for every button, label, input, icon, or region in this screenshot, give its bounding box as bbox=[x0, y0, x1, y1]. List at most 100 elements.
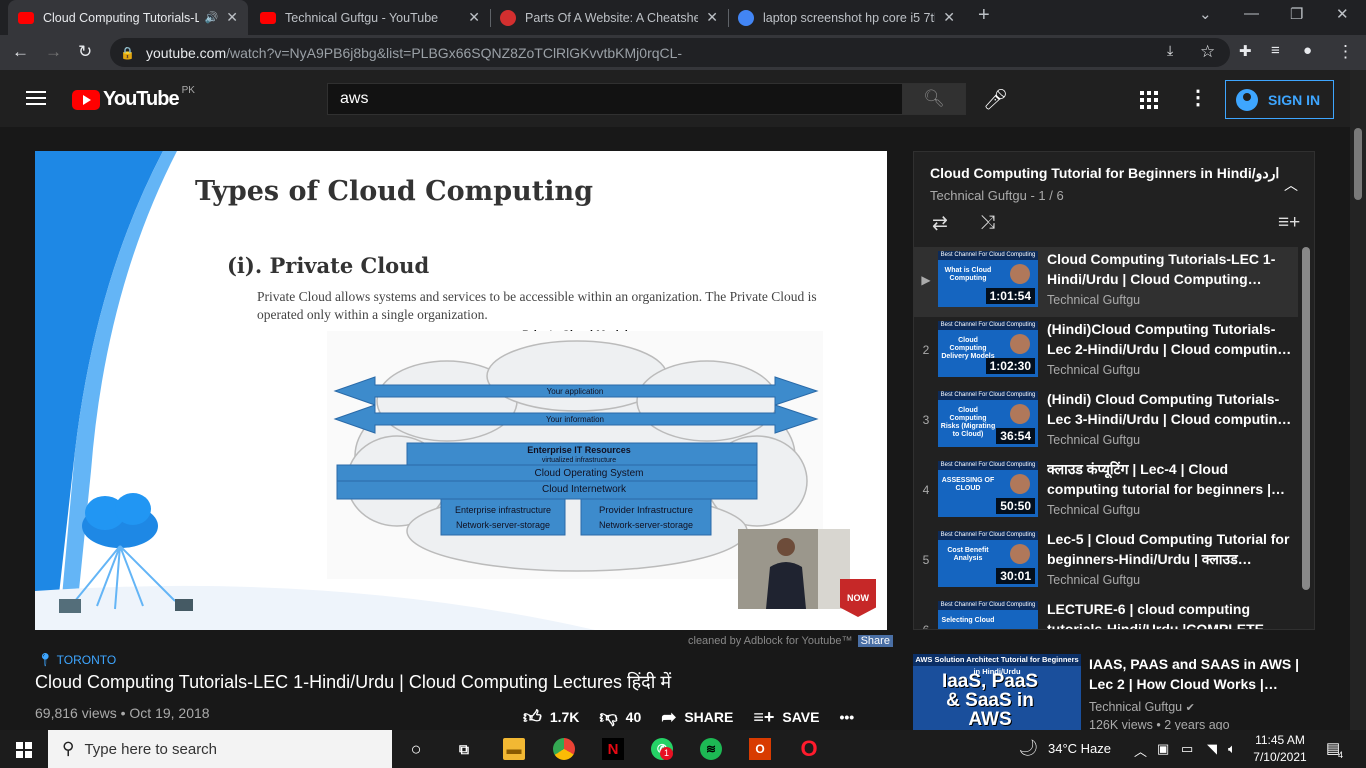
playlist-item-title[interactable]: क्लाउड कंप्यूटिंग | Lec-4 | Cloud comput… bbox=[1047, 461, 1286, 497]
recommended-video-channel[interactable]: Technical Guftgu ✔ bbox=[1089, 700, 1195, 714]
search-button[interactable]: 🔍︎ bbox=[902, 83, 966, 115]
hamburger-menu-icon[interactable] bbox=[26, 91, 46, 105]
close-window-icon[interactable]: ✕ bbox=[1336, 6, 1349, 23]
presenter-face bbox=[1010, 264, 1030, 284]
lock-icon[interactable]: 🔒 bbox=[120, 45, 135, 60]
like-button[interactable]: 👍︎1.7K bbox=[523, 706, 579, 728]
save-playlist-icon[interactable]: ≡+ bbox=[1278, 212, 1301, 233]
restore-icon[interactable]: ❐ bbox=[1290, 6, 1304, 23]
file-explorer-icon[interactable]: ▬ bbox=[503, 738, 525, 760]
show-hidden-icons-icon[interactable]: ︿ bbox=[1134, 744, 1148, 759]
playlist-item-title[interactable]: Lec-5 | Cloud Computing Tutorial for beg… bbox=[1047, 531, 1290, 567]
notifications-icon[interactable]: ▤ bbox=[1326, 740, 1341, 757]
close-tab-icon[interactable]: ✕ bbox=[706, 9, 718, 25]
save-button[interactable]: ≡+SAVE bbox=[753, 707, 819, 728]
playlist-item-channel: Technical Guftgu bbox=[1047, 363, 1141, 377]
page-scrollbar[interactable] bbox=[1350, 70, 1366, 730]
back-icon[interactable]: ← bbox=[12, 42, 29, 61]
apps-grid-icon[interactable] bbox=[1140, 91, 1158, 109]
reload-icon[interactable]: ↻ bbox=[78, 42, 93, 61]
tab-technical-guftgu[interactable]: Technical Guftgu - YouTube ✕ bbox=[250, 0, 490, 35]
playlist-title[interactable]: Cloud Computing Tutorial for Beginners i… bbox=[930, 165, 1280, 181]
spotify-icon[interactable]: ≋ bbox=[700, 738, 722, 760]
chrome-icon[interactable] bbox=[553, 738, 575, 760]
minimize-icon[interactable]: — bbox=[1244, 5, 1259, 22]
tab-parts-of-website[interactable]: Parts Of A Website: A Cheatsheet ✕ bbox=[490, 0, 728, 35]
tab-title: laptop screenshot hp core i5 7th bbox=[763, 10, 936, 25]
media-control-icon[interactable]: ≡ bbox=[1271, 42, 1280, 59]
microphone-icon[interactable]: 🎤︎ bbox=[983, 89, 1009, 111]
recommended-video-thumbnail[interactable]: AWS Solution Architect Tutorial for Begi… bbox=[913, 654, 1081, 730]
playlist-item-title[interactable]: Cloud Computing Tutorials-LEC 1-Hindi/Ur… bbox=[1047, 251, 1276, 287]
rec-thumb-banner: AWS Solution Architect Tutorial for Begi… bbox=[913, 654, 1081, 676]
search-input[interactable]: aws bbox=[327, 83, 903, 115]
weather-text[interactable]: 34°C Haze bbox=[1048, 741, 1112, 756]
thumb-label: Cost Benefit Analysis bbox=[947, 547, 989, 562]
taskbar-clock[interactable]: 11:45 AM 7/10/2021 bbox=[1250, 732, 1310, 766]
meet-now-icon[interactable]: ▣ bbox=[1157, 741, 1170, 756]
speaker-icon[interactable]: 🔊 bbox=[204, 12, 219, 24]
windows-start-icon[interactable] bbox=[16, 742, 32, 758]
shuffle-icon[interactable]: ⤨ bbox=[980, 212, 996, 233]
playlist-scrollbar[interactable] bbox=[1302, 247, 1310, 590]
page-scrollbar-thumb[interactable] bbox=[1354, 128, 1362, 200]
taskbar-search-box[interactable]: ⚲ Type here to search bbox=[48, 730, 392, 768]
opera-icon[interactable]: O bbox=[800, 736, 818, 761]
more-actions-button[interactable]: ••• bbox=[839, 709, 854, 725]
url-path: /watch?v=NyA9PB6j8bg&list=PLBGx66SQNZ8Zo… bbox=[226, 44, 683, 61]
forward-icon[interactable]: → bbox=[45, 42, 62, 61]
dislike-button[interactable]: 👎︎40 bbox=[599, 706, 641, 728]
location-link[interactable]: 📍︎ TORONTO bbox=[37, 652, 116, 668]
view-count: 69,816 views bbox=[35, 705, 117, 721]
browser-tab-strip: Cloud Computing Tutorials-L 🔊 ✕ Technica… bbox=[0, 0, 1366, 35]
browser-menu-icon[interactable]: ⋮ bbox=[1337, 42, 1354, 61]
cortana-icon[interactable]: ○ bbox=[410, 738, 422, 759]
tab-search-icon[interactable]: ⌄ bbox=[1199, 6, 1212, 23]
sign-in-button[interactable]: SIGN IN bbox=[1225, 80, 1334, 119]
battery-icon[interactable]: ▭ bbox=[1181, 741, 1194, 756]
adblock-share-button[interactable]: Share bbox=[857, 635, 893, 647]
settings-menu-icon[interactable]: ⋮ bbox=[1188, 87, 1208, 109]
recommended-video-title[interactable]: IAAS, PAAS and SAAS in AWS | Lec 2 | How… bbox=[1089, 656, 1300, 692]
share-button[interactable]: ➦SHARE bbox=[661, 707, 733, 728]
office-icon[interactable]: O bbox=[749, 738, 771, 760]
wifi-icon[interactable]: ◥ bbox=[1207, 741, 1217, 756]
loop-icon[interactable]: ⇄ bbox=[932, 213, 948, 234]
collapse-chevron-icon[interactable]: ︿ bbox=[1284, 177, 1298, 193]
playlist-item-title[interactable]: LECTURE-6 | cloud computing tutorials-Hi… bbox=[1047, 601, 1279, 630]
playlist-item-channel: Technical Guftgu bbox=[1047, 503, 1141, 517]
weather-icon[interactable]: 🌙︎ bbox=[1018, 740, 1039, 757]
close-tab-icon[interactable]: ✕ bbox=[468, 9, 480, 25]
close-tab-icon[interactable]: ✕ bbox=[226, 9, 238, 25]
playlist-item-title[interactable]: (Hindi) Cloud Computing Tutorials-Lec 3-… bbox=[1047, 391, 1292, 427]
netflix-icon[interactable]: N bbox=[602, 738, 624, 760]
sign-in-label: SIGN IN bbox=[1268, 91, 1321, 108]
profile-icon[interactable]: ● bbox=[1303, 42, 1313, 59]
tab-laptop-screenshot[interactable]: laptop screenshot hp core i5 7th ✕ bbox=[728, 0, 965, 35]
close-tab-icon[interactable]: ✕ bbox=[943, 9, 955, 25]
volume-icon[interactable]: 🔈︎ bbox=[1228, 741, 1236, 756]
youtube-logo[interactable]: YouTube PK bbox=[72, 85, 195, 111]
task-view-icon[interactable]: ⧉ bbox=[459, 740, 469, 757]
video-player[interactable]: Types of Cloud Computing (i). Private Cl… bbox=[35, 151, 887, 630]
bookmark-star-icon[interactable]: ☆ bbox=[1200, 42, 1216, 61]
extensions-icon[interactable]: ✚ bbox=[1239, 43, 1252, 60]
address-bar[interactable]: 🔒 youtube.com/watch?v=NyA9PB6j8bg&list=P… bbox=[110, 38, 1230, 67]
tab-cloud-computing[interactable]: Cloud Computing Tutorials-L 🔊 ✕ bbox=[8, 0, 248, 35]
new-tab-icon[interactable]: + bbox=[978, 4, 990, 26]
playlist-item-title[interactable]: (Hindi)Cloud Computing Tutorials-Lec 2-H… bbox=[1047, 321, 1292, 357]
install-app-icon[interactable]: ⤓ bbox=[1167, 42, 1174, 58]
